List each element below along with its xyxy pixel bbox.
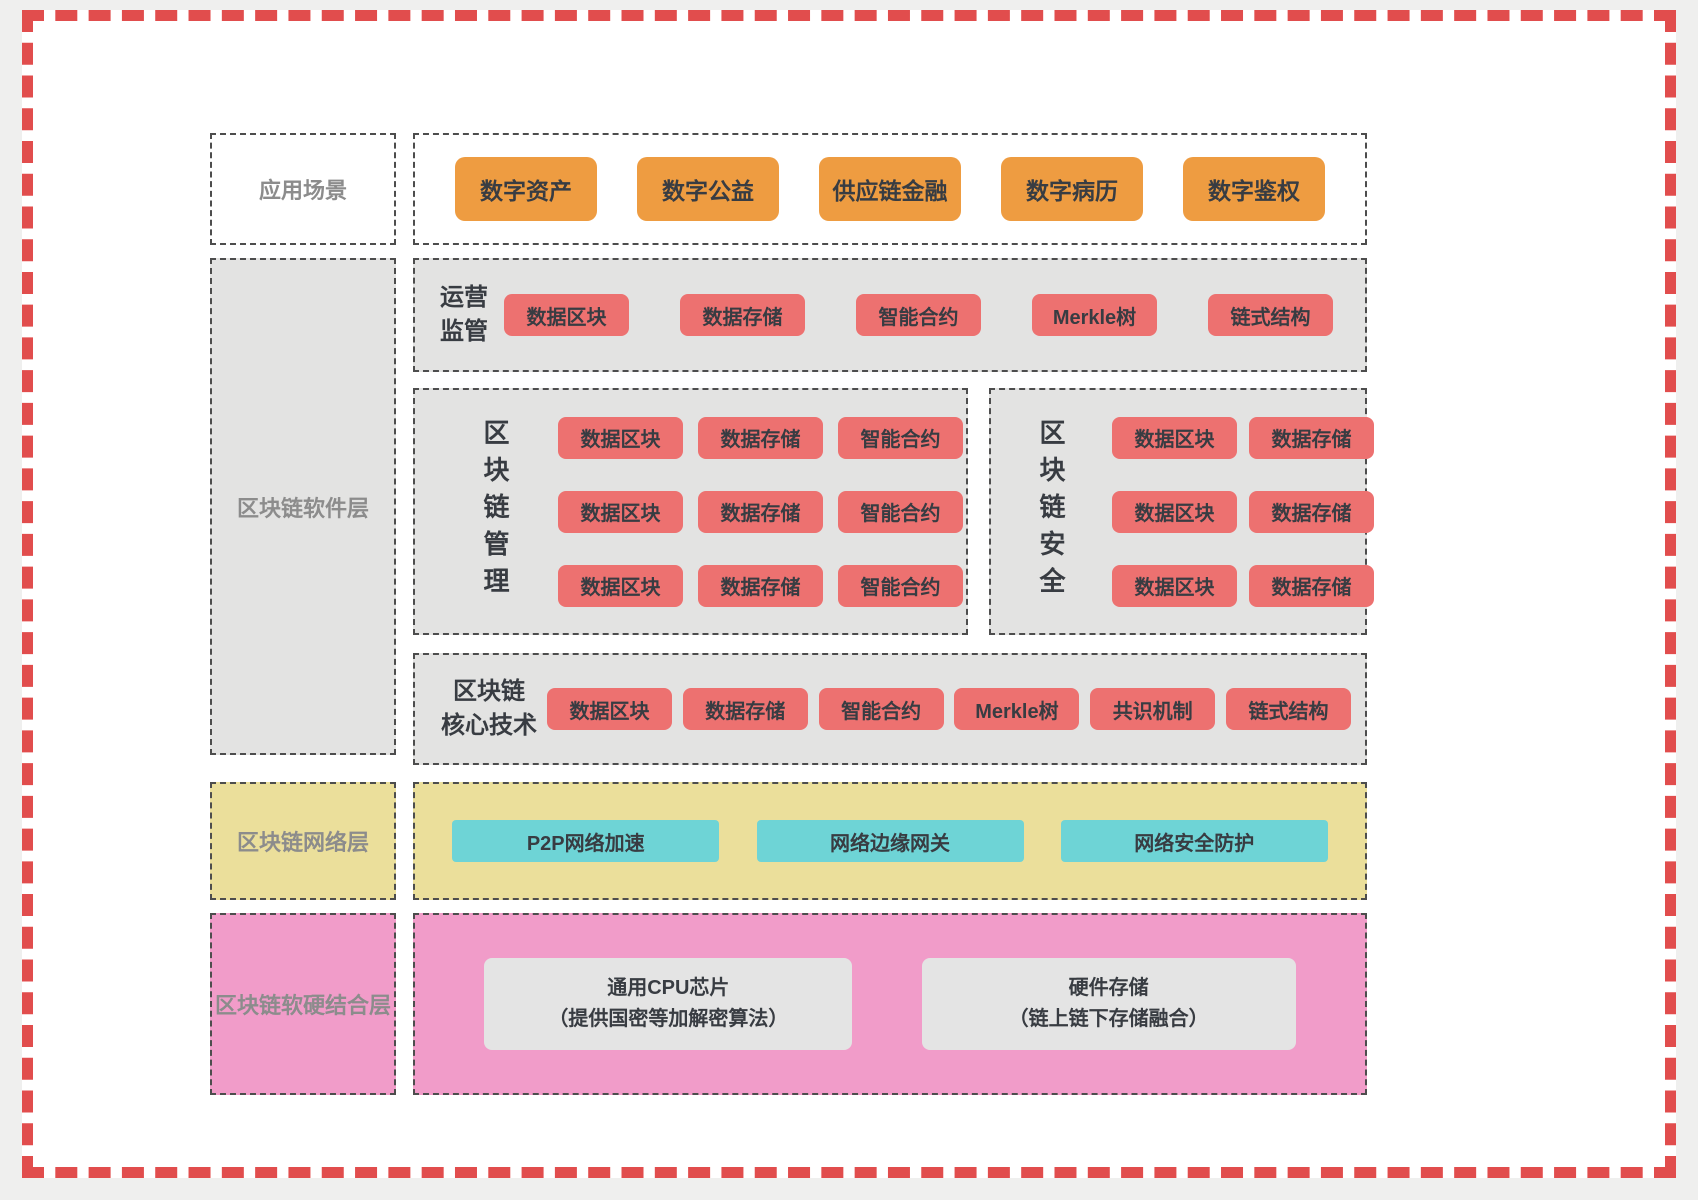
blockchain-security-label: 区块链安全: [1036, 419, 1066, 604]
tech-chip: 数据区块: [504, 294, 629, 336]
tech-chip: 数据存储: [682, 688, 808, 730]
core-technology-section: 区块链 核心技术 数据区块 数据存储 智能合约 Merkle树 共识机制 链式结…: [413, 653, 1367, 765]
blockchain-security-section: 区块链安全 数据区块 数据存储 数据区块 数据存储 数据区块 数据存储: [989, 388, 1374, 635]
tech-chip: 智能合约: [856, 294, 981, 336]
tech-chip: 数据区块: [1112, 490, 1237, 533]
tech-chip: 数据区块: [558, 490, 683, 533]
blockchain-security-chips: 数据区块 数据存储 数据区块 数据存储 数据区块 数据存储: [1112, 416, 1374, 607]
network-layer-row: P2P网络加速 网络边缘网关 网络安全防护: [413, 782, 1367, 900]
core-technology-label-line1: 区块链: [453, 678, 525, 705]
tech-chip: 数据存储: [698, 416, 823, 459]
tech-chip: 数据存储: [1249, 490, 1374, 533]
core-technology-label: 区块链 核心技术: [439, 675, 539, 743]
core-technology-chips: 数据区块 数据存储 智能合约 Merkle树 共识机制 链式结构: [547, 688, 1351, 730]
app-scenario-item: 数字资产: [455, 157, 597, 221]
hardware-item-title: 硬件存储: [1068, 977, 1149, 999]
network-layer-label-text: 区块链网络层: [236, 830, 369, 855]
blockchain-management-section: 区块链管理 数据区块 数据存储 智能合约 数据区块 数据存储 智能合约 数据区块…: [413, 388, 968, 635]
core-technology-label-line2: 核心技术: [441, 712, 537, 739]
tech-chip: 共识机制: [1090, 688, 1216, 730]
hardware-layer-row: 通用CPU芯片 （提供国密等加解密算法） 硬件存储 （链上链下存储融合）: [413, 913, 1367, 1095]
network-item: 网络安全防护: [1060, 820, 1328, 862]
tech-chip: 数据存储: [1249, 416, 1374, 459]
app-scenario-item: 数字公益: [637, 157, 779, 221]
tech-chip: 智能合约: [838, 416, 963, 459]
network-layer-label: 区块链网络层: [210, 782, 396, 900]
hardware-item-title: 通用CPU芯片: [607, 977, 730, 999]
blockchain-management-chips: 数据区块 数据存储 智能合约 数据区块 数据存储 智能合约 数据区块 数据存储 …: [558, 416, 963, 607]
app-scenarios-row: 数字资产 数字公益 供应链金融 数字病历 数字鉴权: [413, 133, 1367, 245]
hardware-item: 硬件存储 （链上链下存储融合）: [921, 958, 1296, 1050]
ops-supervision-chips: 数据区块 数据存储 智能合约 Merkle树 链式结构: [504, 294, 1333, 336]
ops-supervision-label-line1: 运营: [440, 284, 488, 311]
ops-supervision-section: 运营 监管 数据区块 数据存储 智能合约 Merkle树 链式结构: [413, 258, 1367, 372]
blockchain-management-label: 区块链管理: [480, 419, 510, 604]
software-layer-label: 区块链软件层: [210, 258, 396, 755]
tech-chip: 数据存储: [1249, 564, 1374, 607]
tech-chip: 数据区块: [558, 416, 683, 459]
app-scenario-item: 数字病历: [1001, 157, 1143, 221]
tech-chip: 数据区块: [1112, 564, 1237, 607]
tech-chip: 数据存储: [698, 490, 823, 533]
tech-chip: 数据存储: [680, 294, 805, 336]
app-scenario-item: 数字鉴权: [1183, 157, 1325, 221]
network-item: P2P网络加速: [452, 820, 720, 862]
tech-chip: 数据区块: [558, 564, 683, 607]
tech-chip: 智能合约: [838, 490, 963, 533]
tech-chip: 链式结构: [1208, 294, 1333, 336]
tech-chip: 链式结构: [1225, 688, 1351, 730]
tech-chip: 数据存储: [698, 564, 823, 607]
hardware-item-subtitle: （链上链下存储融合）: [1008, 1008, 1209, 1030]
app-scenarios-label: 应用场景: [210, 133, 396, 245]
app-scenario-item: 供应链金融: [819, 157, 961, 221]
hardware-item-subtitle: （提供国密等加解密算法）: [548, 1008, 789, 1030]
app-scenarios-label-text: 应用场景: [258, 178, 347, 203]
tech-chip: Merkle树: [1032, 294, 1157, 336]
software-layer-label-text: 区块链软件层: [236, 495, 369, 521]
tech-chip: 智能合约: [818, 688, 944, 730]
hardware-layer-label: 区块链软硬结合层: [210, 913, 396, 1095]
tech-chip: 数据区块: [1112, 416, 1237, 459]
ops-supervision-label: 运营 监管: [440, 281, 488, 349]
hardware-item: 通用CPU芯片 （提供国密等加解密算法）: [484, 958, 853, 1050]
network-item: 网络边缘网关: [756, 820, 1024, 862]
tech-chip: 数据区块: [547, 688, 672, 730]
tech-chip: 智能合约: [838, 564, 963, 607]
tech-chip: Merkle树: [954, 688, 1080, 730]
hardware-layer-label-text: 区块链软硬结合层: [214, 993, 391, 1018]
ops-supervision-label-line2: 监管: [440, 318, 488, 345]
